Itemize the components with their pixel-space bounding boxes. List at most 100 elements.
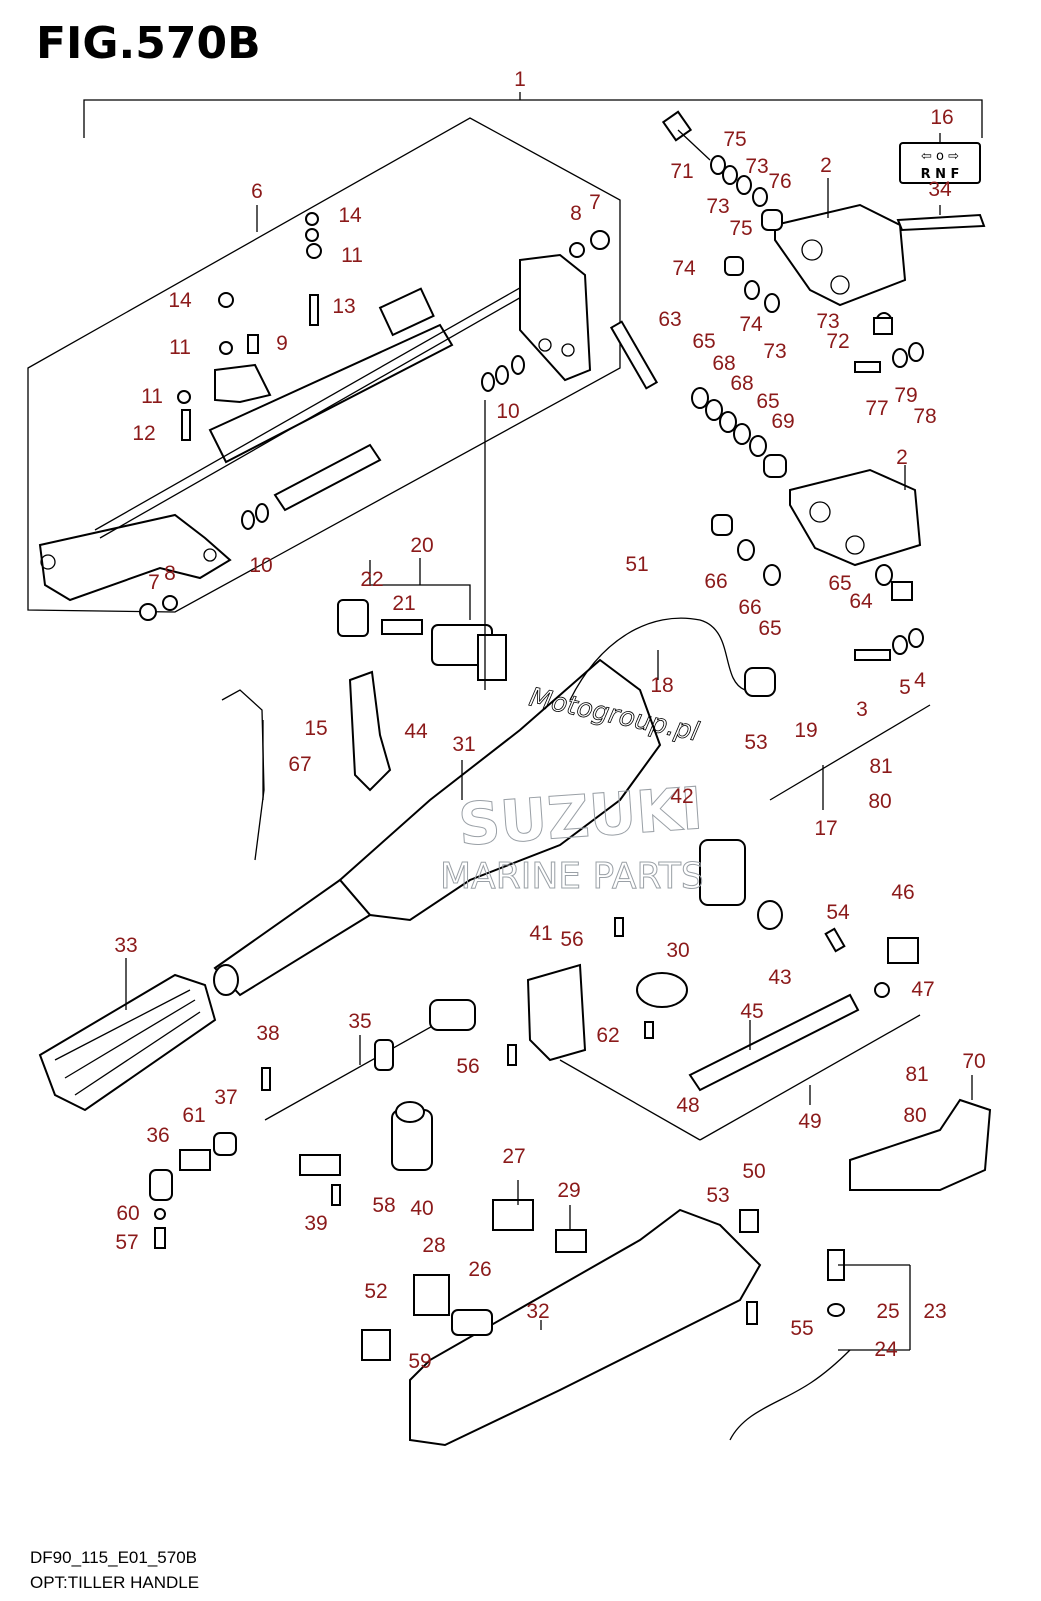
callout-number: 50 — [742, 1160, 765, 1183]
callout-number: 32 — [526, 1300, 549, 1323]
callout-number: 16 — [930, 106, 953, 129]
swivel-arm — [849, 1098, 992, 1191]
callout-number: 8 — [164, 562, 176, 585]
callout-number: 22 — [360, 568, 383, 591]
callout-number: 74 — [739, 313, 763, 336]
callout-number: 54 — [826, 901, 850, 924]
cable — [569, 617, 746, 701]
callout-number: 60 — [116, 1202, 139, 1225]
callout-number: 81 — [869, 755, 892, 778]
callout-number: 49 — [798, 1110, 821, 1133]
callout-number: 56 — [456, 1055, 479, 1078]
callout-number: 61 — [182, 1104, 205, 1127]
callout-number: 3 — [856, 698, 868, 721]
tiller-arm-assembly — [38, 253, 592, 602]
callout-number: 6 — [251, 180, 263, 203]
callout-number: 7 — [148, 571, 160, 594]
callout-number: 80 — [903, 1104, 926, 1127]
callout-number: 64 — [849, 590, 873, 613]
callout-number: 56 — [560, 928, 583, 951]
callout-number: 77 — [865, 397, 888, 420]
callout-number: 13 — [332, 295, 355, 318]
callout-number: 65 — [692, 330, 715, 353]
callout-number: 14 — [168, 289, 192, 312]
callout-number: 73 — [706, 195, 729, 218]
base-bracket — [409, 1208, 762, 1447]
diagram-name: OPT:TILLER HANDLE — [30, 1573, 200, 1592]
callout-number: 38 — [256, 1022, 279, 1045]
callout-number: 14 — [338, 204, 362, 227]
tiller-body — [38, 658, 662, 1112]
callout-number: 31 — [452, 733, 475, 756]
callout-number: 66 — [704, 570, 727, 593]
callout-number: 73 — [816, 310, 839, 333]
watermark-sub: MARINE PARTS — [440, 856, 704, 897]
callout-number: 73 — [745, 155, 768, 178]
shift-arrows: ⇦ o ⇨ — [921, 149, 959, 164]
callout-number: 47 — [911, 978, 934, 1001]
callout-number: 65 — [756, 390, 779, 413]
callout-number: 10 — [496, 400, 519, 423]
callout-number: 53 — [744, 731, 767, 754]
callout-number: 62 — [596, 1024, 619, 1047]
callout-number: 78 — [913, 405, 936, 428]
lower-hardware — [149, 839, 919, 1361]
callout-number: 2 — [820, 154, 832, 177]
callout-number: 65 — [828, 572, 851, 595]
callout-number: 20 — [410, 534, 433, 557]
throttle-cables — [699, 704, 931, 1141]
callout-number: 63 — [658, 308, 681, 331]
sticker-strip — [896, 213, 986, 232]
shift-label-plate: ⇦ o ⇨ R N F — [899, 142, 981, 184]
diagram-code: DF90_115_E01_570B — [30, 1548, 197, 1567]
lanyard-cord — [729, 1349, 851, 1441]
callout-number: 12 — [132, 422, 155, 445]
callout-labels: 1223456778891010111111121314141516171819… — [114, 68, 985, 1373]
callout-number: 80 — [868, 790, 891, 813]
callout-number: 69 — [771, 410, 794, 433]
callout-number: 76 — [768, 170, 791, 193]
shift-lever — [348, 670, 392, 792]
callout-number: 27 — [502, 1145, 525, 1168]
callout-number: 9 — [276, 332, 288, 355]
callout-number: 23 — [923, 1300, 946, 1323]
callout-number: 25 — [876, 1300, 899, 1323]
callout-number: 15 — [304, 717, 327, 740]
callout-number: 79 — [894, 384, 917, 407]
bolt-stack — [609, 110, 924, 661]
bracket-upper — [774, 203, 922, 567]
callout-number: 33 — [114, 934, 137, 957]
callout-number: 68 — [712, 352, 735, 375]
callout-number: 11 — [169, 336, 191, 359]
callout-number: 48 — [676, 1094, 699, 1117]
callout-number: 66 — [738, 596, 761, 619]
callout-number: 55 — [790, 1317, 813, 1340]
callout-number: 40 — [410, 1197, 433, 1220]
callout-number: 35 — [348, 1010, 371, 1033]
callout-number: 67 — [288, 753, 311, 776]
callout-number: 18 — [650, 674, 673, 697]
callout-number: 26 — [468, 1258, 491, 1281]
ignition-switch — [337, 599, 507, 681]
callout-number: 75 — [729, 217, 752, 240]
callout-number: 21 — [392, 592, 415, 615]
callout-number: 41 — [529, 922, 552, 945]
callout-number: 57 — [115, 1231, 138, 1254]
callout-number: 2 — [896, 446, 908, 469]
callout-number: 1 — [514, 68, 526, 91]
mount-plate — [526, 963, 587, 1062]
hardware-group — [139, 212, 610, 621]
callout-number: 74 — [672, 257, 696, 280]
callout-number: 42 — [670, 785, 693, 808]
callout-number: 58 — [372, 1194, 395, 1217]
leader-lines — [125, 133, 973, 1351]
callout-number: 45 — [740, 1000, 763, 1023]
callout-number: 36 — [146, 1124, 169, 1147]
callout-number: 34 — [928, 178, 952, 201]
callout-number: 30 — [666, 939, 689, 962]
callout-number: 5 — [899, 676, 911, 699]
callout-number: 43 — [768, 966, 791, 989]
callout-number: 75 — [723, 128, 746, 151]
callout-number: 11 — [341, 244, 363, 267]
